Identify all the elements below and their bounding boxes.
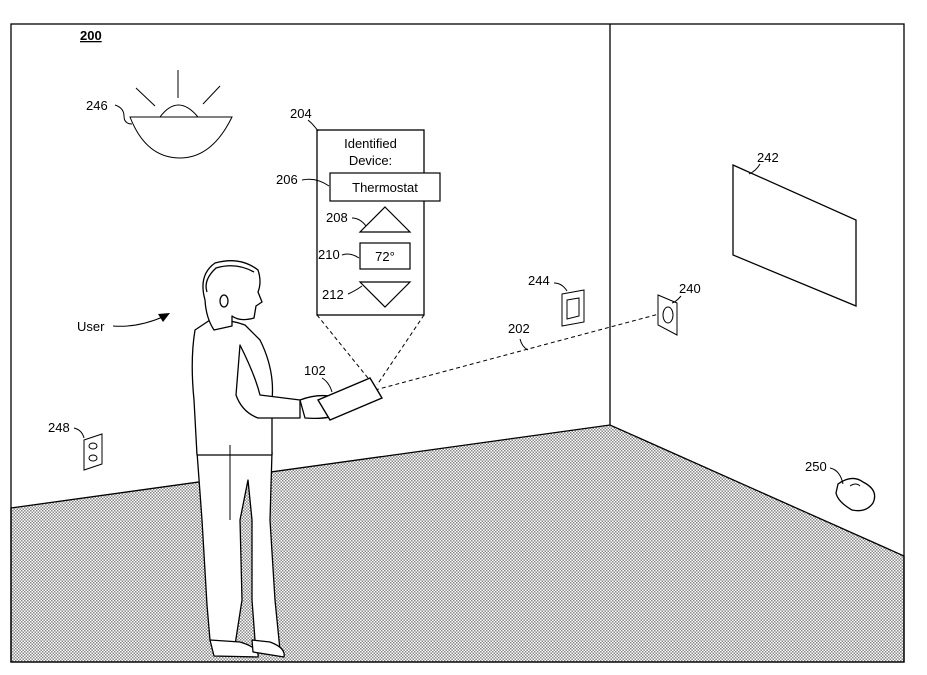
robot-vacuum-icon [836, 478, 875, 510]
temperature-value: 72° [375, 249, 395, 264]
value-label: 210 [318, 247, 340, 262]
switch-label: 244 [528, 273, 550, 288]
down-arrow-label: 212 [322, 287, 344, 302]
thermostat-label: 240 [679, 281, 701, 296]
ceiling-light-icon [130, 70, 232, 158]
panel-label: 204 [290, 106, 312, 121]
figure-number: 200 [80, 28, 102, 43]
floor [11, 425, 904, 662]
wall-screen-icon [733, 165, 856, 306]
device-name-label: 206 [276, 172, 298, 187]
thermostat-icon [658, 295, 677, 335]
up-arrow-label: 208 [326, 210, 348, 225]
light-switch-icon [562, 290, 584, 326]
outlet-label: 248 [48, 420, 70, 435]
beam-label: 202 [508, 321, 530, 336]
device-name: Thermostat [352, 180, 418, 195]
vacuum-label: 250 [805, 459, 827, 474]
tablet-device-icon [318, 378, 382, 420]
tablet-label: 102 [304, 363, 326, 378]
screen-label: 242 [757, 150, 779, 165]
panel-title-line2: Device: [349, 153, 392, 168]
light-label: 246 [86, 98, 108, 113]
user-label: User [77, 319, 105, 334]
panel-title-line1: Identified [344, 136, 397, 151]
room [11, 24, 904, 662]
wall-outlet-icon [84, 434, 102, 470]
